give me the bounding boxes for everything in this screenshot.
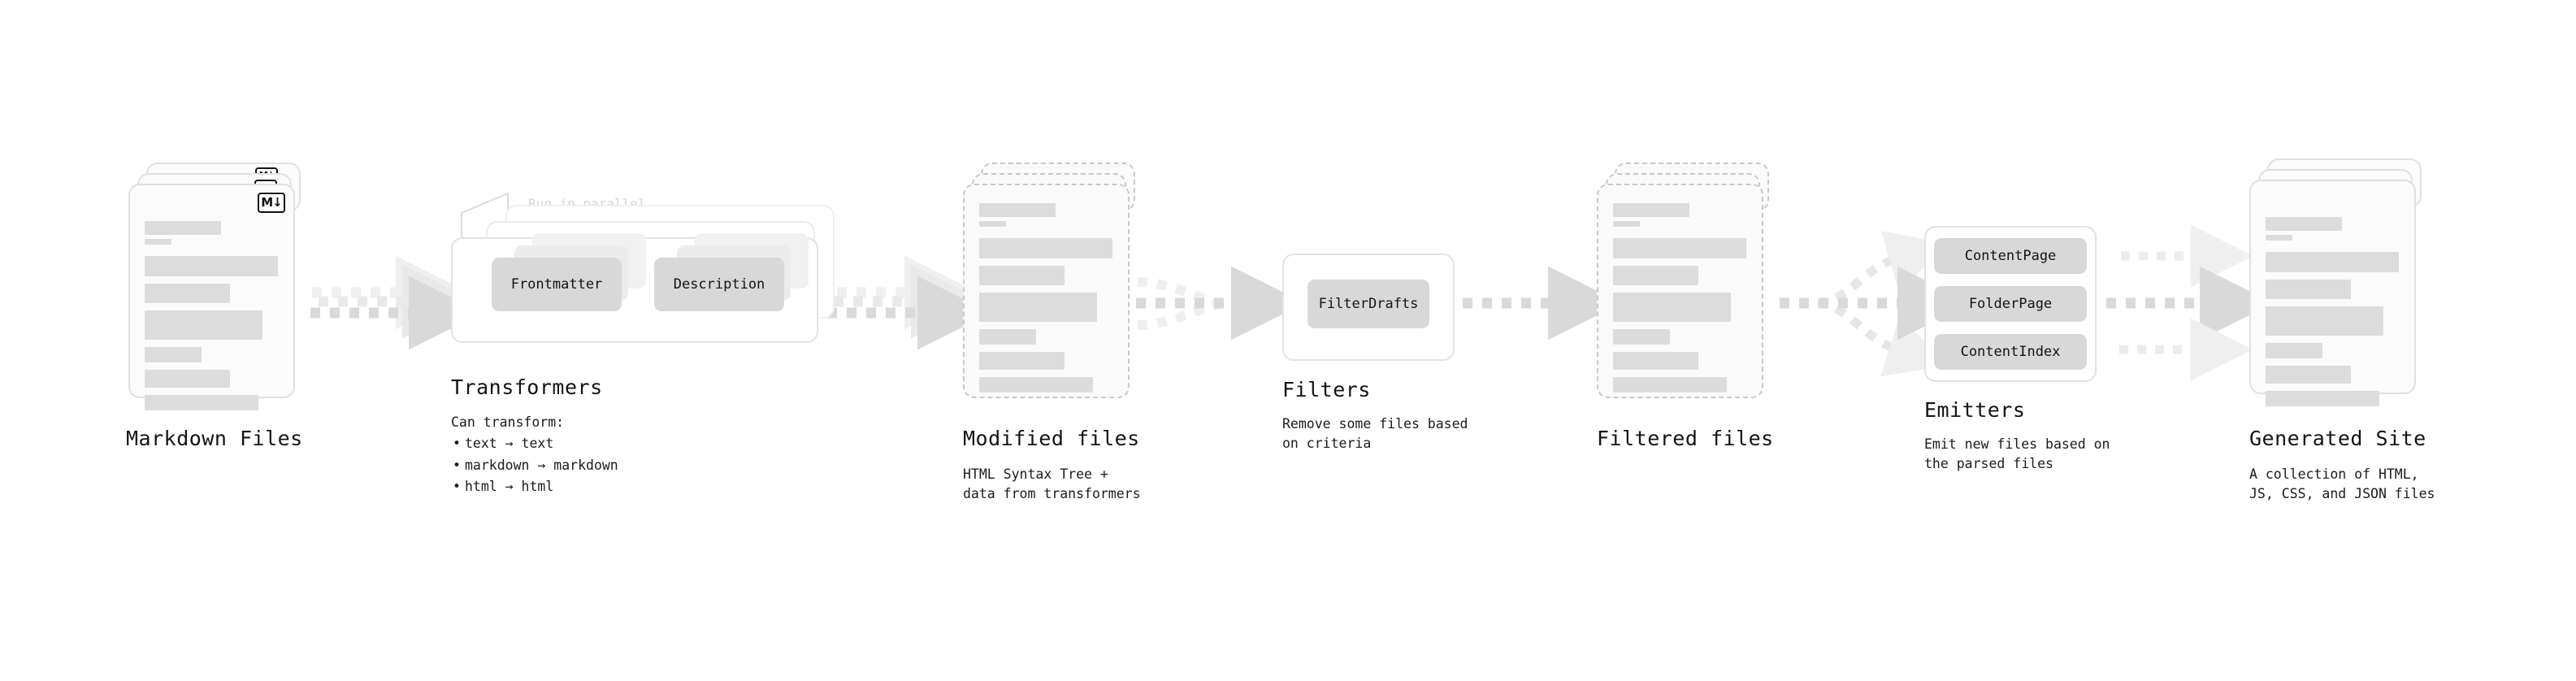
markdown-placeholder-lines	[145, 221, 280, 410]
transformers-description: Can transform: text → text markdown → ma…	[451, 412, 618, 498]
emitters-title: Emitters	[1924, 398, 2026, 422]
transformers-chip-description[interactable]: Description	[654, 258, 784, 311]
markdown-files-title: Markdown Files	[126, 427, 303, 450]
filtered-card-front	[1597, 184, 1763, 398]
transformers-bullet-1: markdown → markdown	[453, 455, 618, 477]
connector-modified-to-filters	[1136, 266, 1305, 340]
connector-emitters-to-site	[2106, 224, 2274, 381]
transformers-chip-frontmatter[interactable]: Frontmatter	[492, 258, 622, 311]
generated-site-title: Generated Site	[2249, 427, 2426, 450]
emitters-chip-contentindex[interactable]: ContentIndex	[1934, 334, 2087, 370]
emitters-chip-contentpage[interactable]: ContentPage	[1934, 238, 2087, 274]
transformers-bullet-0: text → text	[453, 433, 618, 455]
generated-site-card-stack: CSS	[2249, 158, 2422, 406]
transformers-bullet-2: html → html	[453, 476, 618, 498]
modified-files-card-stack	[963, 163, 1135, 398]
modified-files-title: Modified files	[963, 427, 1140, 450]
generated-placeholder-lines	[2266, 217, 2401, 406]
generated-card-front	[2249, 180, 2416, 406]
markdown-badge-icon: M↓	[258, 193, 285, 213]
transformers-description-lead: Can transform:	[451, 414, 565, 430]
connector-markdown-to-transformers	[310, 255, 483, 350]
markdown-files-card-stack: M↓ M↓ M↓	[128, 163, 301, 410]
markdown-card-front: M↓	[128, 184, 295, 410]
filters-description: Remove some files based on criteria	[1282, 416, 1468, 451]
emitters-chip-folderpage[interactable]: FolderPage	[1934, 286, 2087, 322]
emitters-description: Emit new files based on the parsed files	[1924, 436, 2110, 471]
filtered-files-title: Filtered files	[1597, 427, 1774, 450]
generated-site-description: A collection of HTML, JS, CSS, and JSON …	[2249, 466, 2435, 501]
transformers-title: Transformers	[451, 375, 603, 399]
connector-filtered-to-emitters	[1780, 231, 1971, 377]
filtered-placeholder-lines	[1613, 203, 1749, 393]
transformers-bullet-list: text → text markdown → markdown html → h…	[451, 433, 618, 498]
modified-placeholder-lines	[979, 203, 1115, 393]
filters-chip-filterdrafts[interactable]: FilterDrafts	[1308, 280, 1429, 328]
modified-card-front	[963, 184, 1130, 398]
filtered-files-card-stack	[1597, 163, 1769, 398]
connector-transformers-to-modified	[827, 255, 991, 350]
markdown-badge-text: M↓	[258, 193, 285, 213]
filters-title: Filters	[1282, 378, 1371, 401]
modified-files-description: HTML Syntax Tree + data from transformer…	[963, 466, 1141, 501]
